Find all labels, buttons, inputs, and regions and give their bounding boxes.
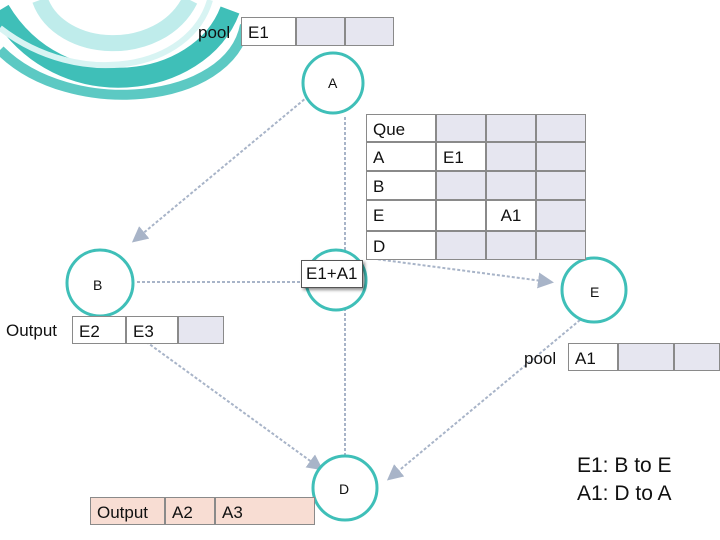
queue-cell: [486, 142, 536, 171]
queue-title: Que: [366, 114, 436, 142]
queue-cell: [436, 171, 486, 200]
queue-cell: [536, 142, 586, 171]
node-d-circle[interactable]: [311, 454, 379, 522]
output-d-label: Output: [90, 497, 165, 525]
output-b-table: Output E2 E3: [0, 316, 224, 344]
output-b-cell: [178, 316, 224, 344]
output-b-label: Output: [6, 321, 58, 340]
queue-cell: [436, 200, 486, 231]
edge-a-to-b: [131, 92, 313, 243]
decorative-swirl: [0, 0, 250, 100]
queue-row-label: E: [366, 200, 436, 231]
event-callout: E1+A1: [301, 260, 363, 288]
queue-cell: [486, 231, 536, 260]
node-d-label: D: [339, 481, 350, 497]
note-line-2: A1: D to A: [577, 482, 672, 505]
edge-e-to-d: [386, 319, 581, 481]
pool-right-value: A1: [568, 343, 618, 371]
note-line-1: E1: B to E: [577, 454, 672, 477]
pool-right-label: pool: [524, 349, 557, 368]
queue-cell: [536, 200, 586, 231]
node-e-circle[interactable]: [560, 256, 628, 324]
queue-cell: [536, 231, 586, 260]
queue-cell: [536, 171, 586, 200]
queue-row-label: B: [366, 171, 436, 200]
queue-row-label: D: [366, 231, 436, 260]
node-e-label: E: [590, 284, 600, 300]
pool-right-cell: [674, 343, 720, 371]
edge-b-to-d: [129, 329, 324, 471]
queue-cell: A1: [486, 200, 536, 231]
output-d-cell: A3: [215, 497, 315, 525]
pool-top-cell: [345, 17, 394, 46]
queue-table: Que A E1 B E A1 D: [366, 114, 586, 260]
output-b-cell: E3: [126, 316, 178, 344]
queue-cell: [486, 171, 536, 200]
output-d-table: Output A2 A3: [90, 497, 315, 525]
edge-c-to-e: [367, 257, 554, 289]
queue-cell: E1: [436, 142, 486, 171]
pool-top-value: E1: [241, 17, 296, 46]
node-a-circle[interactable]: [301, 51, 365, 115]
pool-right-cell: [618, 343, 674, 371]
pool-top-cell: [296, 17, 345, 46]
output-b-cell: E2: [72, 316, 126, 344]
pool-top-label: pool: [198, 23, 231, 42]
node-b-label: B: [93, 277, 103, 293]
queue-cell: [436, 231, 486, 260]
node-a-label: A: [328, 75, 338, 91]
output-d-cell: A2: [165, 497, 215, 525]
queue-row-label: A: [366, 142, 436, 171]
